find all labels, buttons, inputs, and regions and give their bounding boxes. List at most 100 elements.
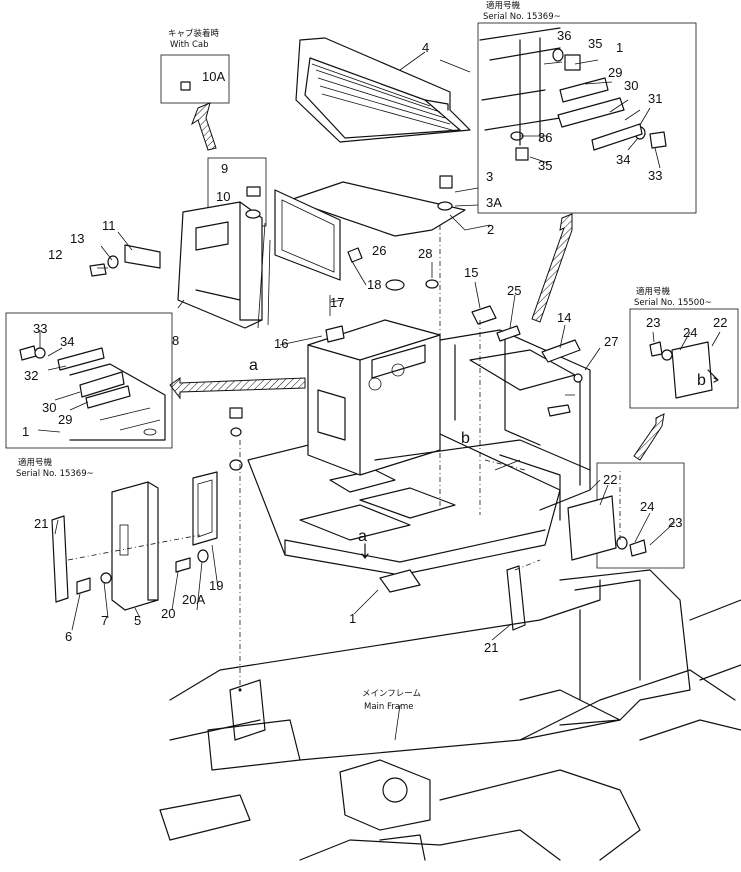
callout-28: 28: [418, 246, 432, 261]
label-serial-en-2: Serial No. 15500~: [634, 298, 712, 308]
label-serial-en-1: Serial No. 15369~: [483, 12, 561, 22]
plate-22-lower: [567, 495, 617, 561]
handle-14: [541, 339, 581, 363]
callout-24-right: 24: [683, 325, 697, 340]
callout-30-left: 30: [42, 400, 56, 415]
callout-24-lower: 24: [640, 499, 654, 514]
callout-10: 10: [216, 189, 230, 204]
callout-7: 7: [101, 613, 108, 628]
callout-32: 32: [24, 368, 38, 383]
callout-27: 27: [604, 334, 618, 349]
label-serial-jp-3: 適用号機: [18, 457, 53, 468]
arrow-b-right: [707, 369, 719, 383]
callout-14: 14: [557, 310, 571, 325]
callout-35-top: 35: [588, 36, 602, 51]
callout-20: 20: [161, 606, 175, 621]
callout-15: 15: [464, 265, 478, 280]
cap-28: [425, 279, 439, 289]
callout-36-top: 36: [557, 28, 571, 43]
callout-34-top: 34: [616, 152, 630, 167]
side-panel-5: [111, 481, 159, 611]
callout-20a: 20A: [182, 592, 205, 607]
handle-15: [471, 305, 497, 325]
leader-lines: [37, 51, 721, 741]
label-serial-jp-1: 適用号機: [486, 0, 521, 11]
callout-3: 3: [486, 169, 493, 184]
label-main-frame-jp: メインフレーム: [362, 689, 421, 699]
callout-30-top: 30: [624, 78, 638, 93]
callout-b-center: b: [461, 430, 470, 447]
label-main-frame-en: Main Frame: [364, 702, 413, 712]
plate-22-inset: [671, 341, 713, 399]
callout-29-top: 29: [608, 65, 622, 80]
bar-21-left: [51, 515, 69, 603]
inset-box-top-right: [477, 22, 697, 214]
cap-26: [385, 279, 405, 291]
arrow-a-lower: [361, 543, 369, 559]
callout-34-left: 34: [60, 334, 74, 349]
inset-box-cab: [160, 54, 230, 104]
inset-box-right: [629, 308, 739, 409]
callout-4: 4: [422, 40, 429, 55]
callout-35-lower: 35: [538, 158, 552, 173]
callout-2: 2: [487, 222, 494, 237]
part-numbers: 10A 4 36 35 1 29 30 31 36 35 34 33 9 10 …: [22, 28, 727, 655]
callout-25: 25: [507, 283, 521, 298]
bar-21-right: [506, 565, 526, 631]
callout-11: 11: [102, 218, 116, 233]
callout-9: 9: [221, 161, 228, 176]
callout-18: 18: [367, 277, 381, 292]
callout-a-upper: a: [249, 357, 258, 374]
top-panel: [289, 181, 466, 237]
callout-10a: 10A: [202, 69, 225, 84]
part-10a: [180, 81, 191, 91]
callout-8: 8: [172, 333, 179, 348]
callout-17: 17: [330, 295, 344, 310]
handle-25: [496, 325, 521, 342]
callout-1-center: 1: [349, 611, 356, 626]
callout-19: 19: [209, 578, 223, 593]
callout-1-top: 1: [616, 40, 623, 55]
label-cab-jp: キャブ装着時: [168, 28, 220, 39]
roof-grille: [295, 37, 471, 143]
callout-3a: 3A: [486, 195, 502, 210]
callout-33-left: 33: [33, 321, 47, 336]
callout-22-right: 22: [713, 315, 727, 330]
top-right-inset-detail: [479, 27, 643, 151]
callout-13: 13: [70, 231, 84, 246]
callout-21-left: 21: [34, 516, 48, 531]
callout-21-right: 21: [484, 640, 498, 655]
callout-31: 31: [648, 91, 662, 106]
cap-16: [325, 325, 345, 343]
side-panel-8: [177, 201, 263, 329]
label-serial-en-3: Serial No. 15369~: [16, 469, 94, 479]
labels: キャブ装着時 With Cab 適用号機 Serial No. 15369~ 適…: [16, 0, 712, 712]
gasket-17: [274, 189, 341, 281]
frame-19: [192, 471, 218, 546]
main-frame: [159, 569, 741, 861]
callout-1-left: 1: [22, 424, 29, 439]
callout-22-lower: 22: [603, 472, 617, 487]
hatched-arrows: [169, 102, 665, 461]
callout-36-lower: 36: [538, 130, 552, 145]
cab-frame: [247, 319, 591, 593]
center-mark: [238, 688, 242, 692]
left-inset-detail: [57, 347, 166, 441]
callout-23-lower: 23: [668, 515, 682, 530]
callout-26: 26: [372, 243, 386, 258]
callout-12: 12: [48, 247, 62, 262]
label-cab-en: With Cab: [170, 40, 209, 50]
label-serial-jp-2: 適用号機: [636, 286, 671, 297]
callout-29-left: 29: [58, 412, 72, 427]
plate-11: [124, 244, 161, 269]
callout-23-right: 23: [646, 315, 660, 330]
inset-box-left: [5, 312, 173, 449]
callout-b-right: b: [697, 372, 706, 389]
callout-16: 16: [274, 336, 288, 351]
callout-33-top: 33: [648, 168, 662, 183]
callout-6: 6: [65, 629, 72, 644]
callout-5: 5: [134, 613, 141, 628]
callout-a-lower: a: [358, 528, 367, 545]
